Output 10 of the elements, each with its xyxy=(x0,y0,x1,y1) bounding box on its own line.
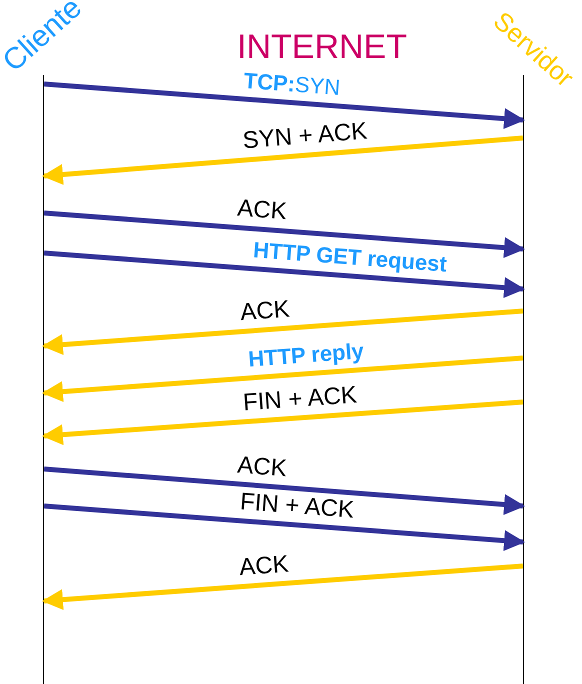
message-arrow xyxy=(42,136,524,185)
message-arrow xyxy=(44,82,526,130)
message-arrow xyxy=(42,356,524,402)
message-arrow xyxy=(44,250,526,298)
message-arrow xyxy=(44,466,526,516)
message-arrow xyxy=(44,210,526,258)
message-arrow xyxy=(42,308,524,356)
message-arrow xyxy=(42,400,524,446)
diagram-title: INTERNET xyxy=(236,28,408,67)
message-arrow xyxy=(42,564,524,610)
